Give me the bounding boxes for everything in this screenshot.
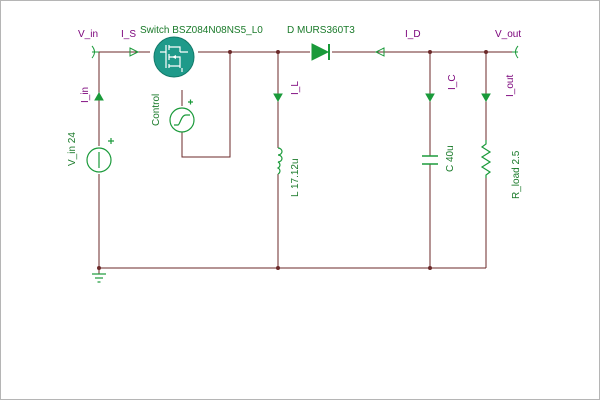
junctions (97, 50, 488, 270)
mosfet-icon[interactable] (153, 36, 195, 78)
current-label-i-s: I_S (121, 29, 136, 40)
arrow-i-d-icon (374, 47, 385, 57)
inductor-icon[interactable] (276, 147, 283, 175)
node-label-v-in: V_in (78, 29, 98, 40)
wires (98, 51, 512, 274)
switch-label: Switch BSZ084N08NS5_L0 (140, 25, 263, 36)
v-out-terminal-icon[interactable] (512, 45, 519, 59)
resistor-label: R_load 2.5 (511, 150, 522, 199)
arrow-i-c-icon (425, 93, 435, 103)
inductor-label: L 17.12u (290, 158, 301, 197)
control-label: Control (151, 94, 162, 126)
current-label-i-out: I_out (505, 75, 516, 97)
current-label-i-l: I_L (290, 81, 301, 95)
source-label: V_in 24 (67, 132, 78, 166)
pulse-source-icon[interactable] (169, 99, 195, 133)
current-label-i-c: I_C (447, 74, 458, 90)
ground-icon (92, 273, 106, 283)
junction-dot (484, 50, 488, 54)
junction-dot (228, 50, 232, 54)
resistor-icon[interactable] (480, 140, 492, 178)
junction-dot (276, 50, 280, 54)
arrow-i-out-icon (481, 93, 491, 103)
voltage-source-icon[interactable] (86, 138, 114, 173)
capacitor-label: C 40u (445, 145, 456, 172)
junction-dot (428, 50, 432, 54)
arrow-i-l-icon (273, 93, 283, 103)
current-arrows (94, 47, 491, 103)
junction-dot (276, 266, 280, 270)
junction-dot (97, 266, 101, 270)
current-label-i-in: I_in (80, 87, 91, 103)
diode-icon[interactable] (311, 43, 330, 61)
current-label-i-d: I_D (405, 29, 421, 40)
arrow-i-in-icon (94, 91, 104, 101)
v-in-terminal-icon[interactable] (91, 45, 99, 59)
junction-dot (428, 266, 432, 270)
diode-label: D MURS360T3 (287, 25, 355, 36)
node-label-v-out: V_out (495, 29, 521, 40)
arrow-i-s-icon (129, 47, 140, 57)
capacitor-icon[interactable] (422, 155, 438, 165)
